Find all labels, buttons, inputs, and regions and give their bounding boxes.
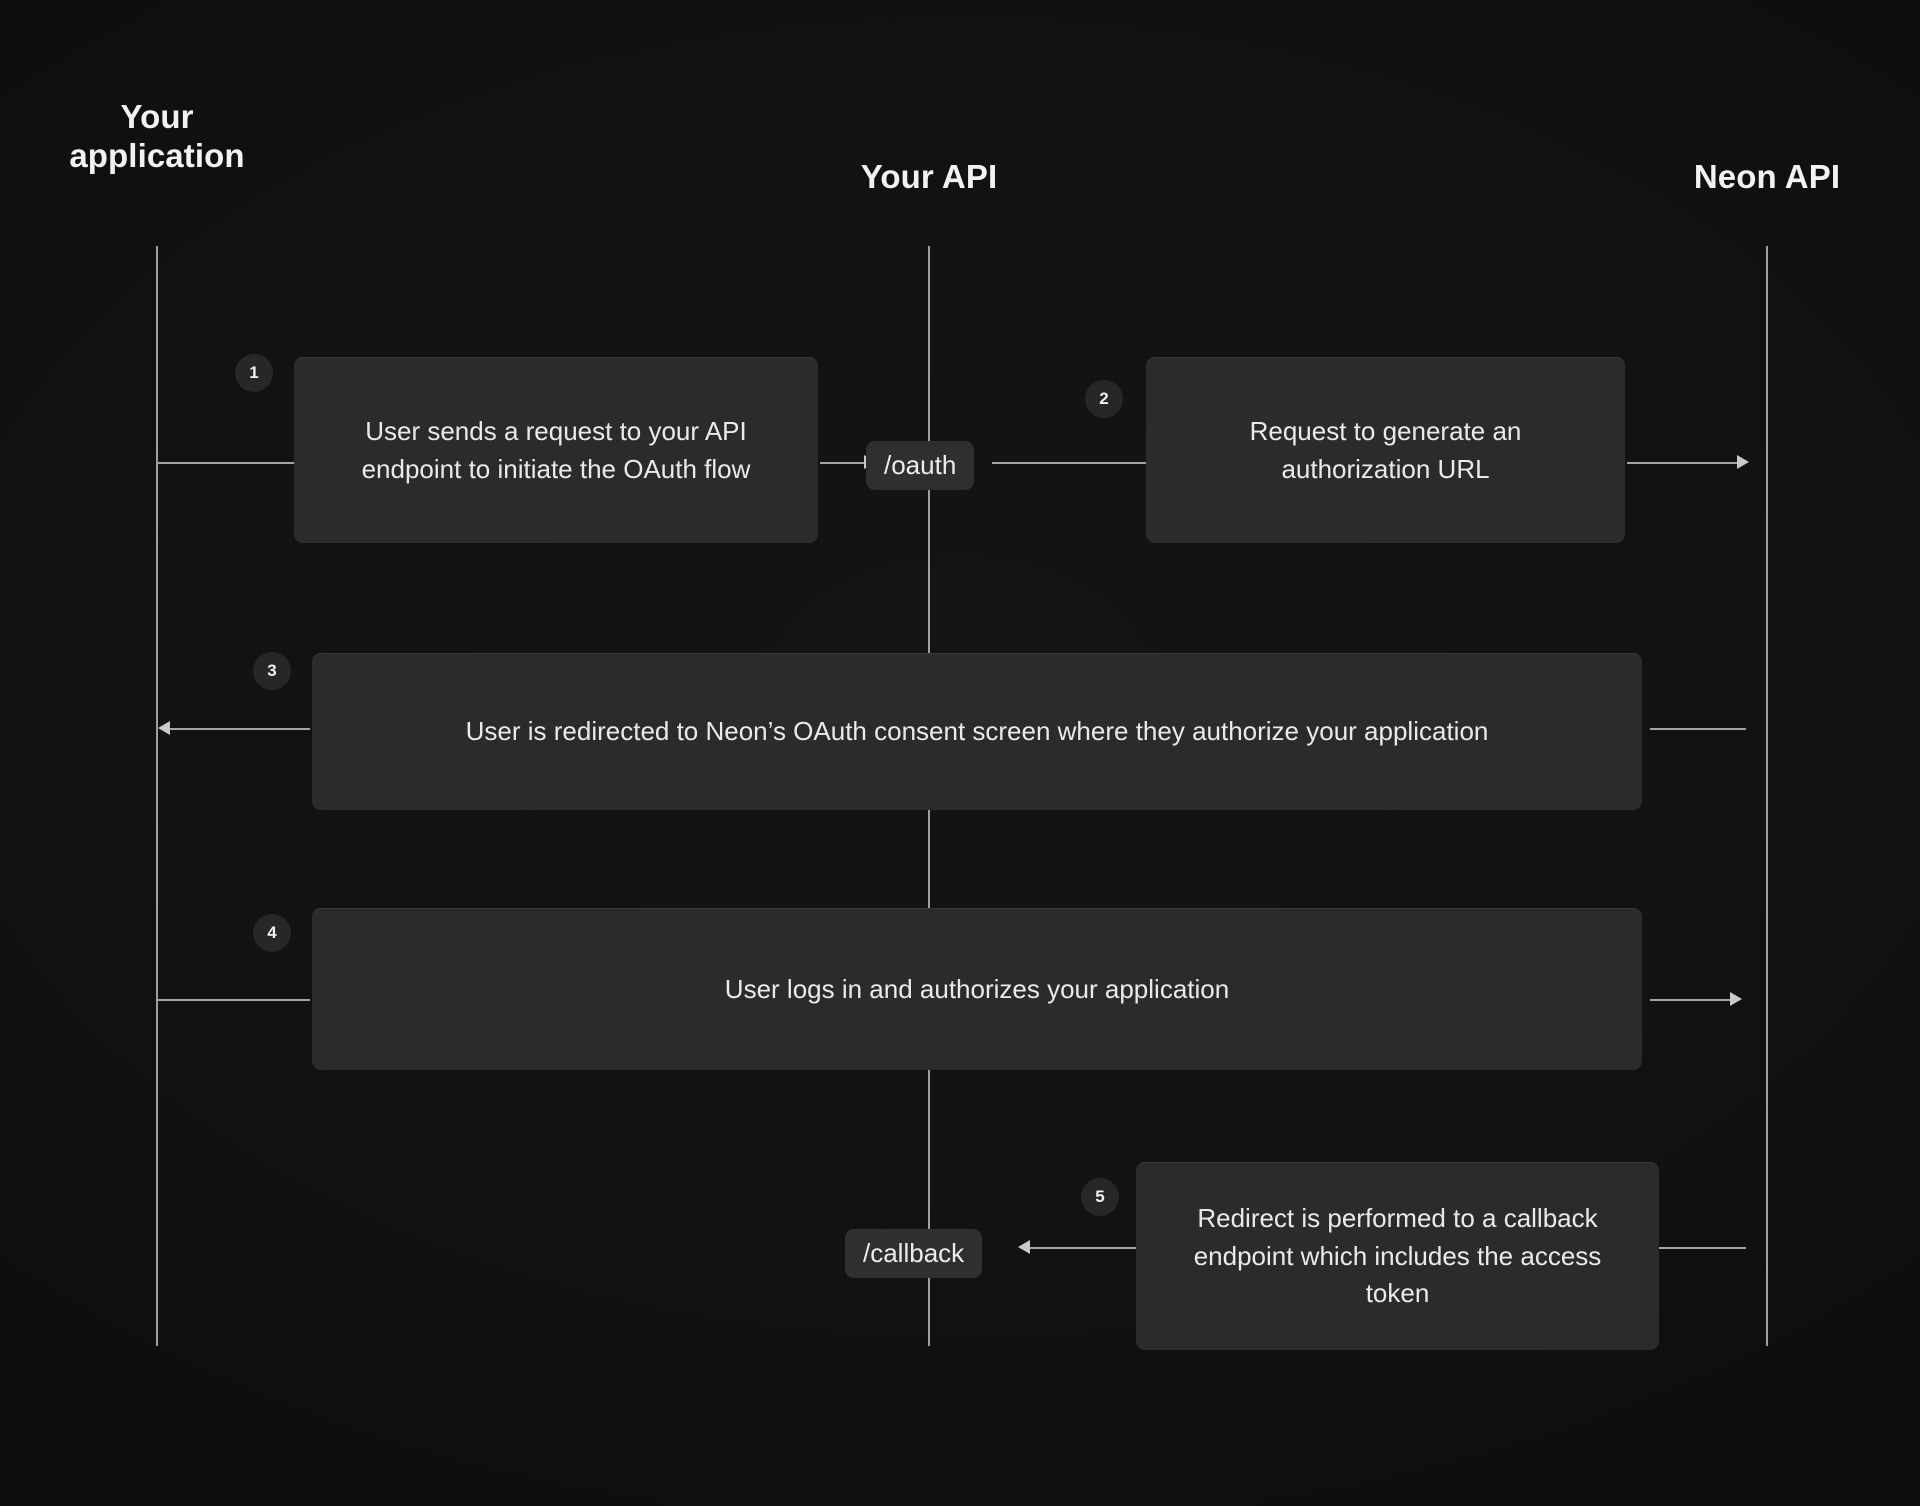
lifeline-your-application bbox=[156, 246, 158, 1346]
arrowhead-step-3-icon bbox=[158, 721, 170, 735]
step-box-3: User is redirected to Neon’s OAuth conse… bbox=[312, 653, 1642, 810]
arrowhead-step-4-icon bbox=[1730, 992, 1742, 1006]
connector-step-5-right bbox=[1659, 1247, 1746, 1249]
connector-step-5-left bbox=[1028, 1247, 1136, 1249]
step-badge-2: 2 bbox=[1085, 380, 1123, 418]
actor-label-your-application: Your application bbox=[69, 98, 245, 174]
step-box-4: User logs in and authorizes your applica… bbox=[312, 908, 1642, 1070]
step-badge-4: 4 bbox=[253, 914, 291, 952]
actor-label-neon-api: Neon API bbox=[1693, 158, 1841, 195]
endpoint-pill-callback[interactable]: /callback bbox=[845, 1229, 983, 1278]
step-badge-3: 3 bbox=[253, 652, 291, 690]
step-badge-1: 1 bbox=[235, 354, 273, 392]
endpoint-pill-oauth[interactable]: /oauth bbox=[866, 441, 975, 490]
connector-step-2-left bbox=[992, 462, 1146, 464]
connector-step-3-left bbox=[168, 728, 310, 730]
step-box-5: Redirect is performed to a callback endp… bbox=[1136, 1162, 1659, 1350]
arrowhead-step-5-icon bbox=[1018, 1240, 1030, 1254]
connector-step-4-left bbox=[158, 999, 310, 1001]
connector-step-4-right bbox=[1650, 999, 1736, 1001]
lifeline-neon-api bbox=[1766, 246, 1768, 1346]
connector-step-1-left bbox=[158, 462, 294, 464]
connector-step-1-right bbox=[820, 462, 876, 464]
step-box-1: User sends a request to your API endpoin… bbox=[294, 357, 818, 543]
arrowhead-step-2-icon bbox=[1737, 455, 1749, 469]
actor-label-your-api: Your API bbox=[860, 158, 998, 195]
step-box-2: Request to generate an authorization URL bbox=[1146, 357, 1625, 543]
step-badge-5: 5 bbox=[1081, 1178, 1119, 1216]
connector-step-2-right bbox=[1627, 462, 1745, 464]
connector-step-3-right bbox=[1650, 728, 1746, 730]
